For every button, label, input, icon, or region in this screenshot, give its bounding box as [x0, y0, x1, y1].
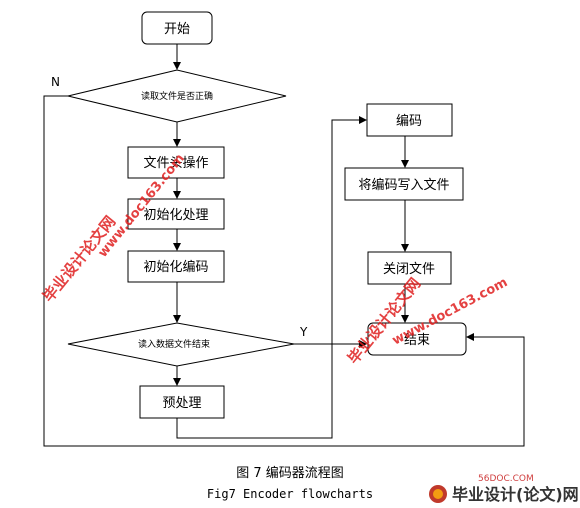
node-encode: 编码 — [366, 103, 453, 137]
edge-no-branch — [43, 95, 525, 447]
node-header-op-label: 文件头操作 — [143, 155, 208, 171]
node-init-proc-label: 初始化处理 — [143, 208, 208, 223]
decision-read-ok-label: 读取文件是否正确 — [141, 90, 213, 102]
logo-icon — [429, 485, 447, 503]
caption-chinese: 图 7 编码器流程图 — [236, 466, 344, 481]
node-init-proc: 初始化处理 — [127, 198, 225, 230]
decision-read-end: 读入数据文件结束 — [67, 322, 295, 367]
node-init-enc: 初始化编码 — [127, 250, 225, 283]
node-close-file: 关闭文件 — [367, 251, 452, 285]
decision-read-ok: 读取文件是否正确 — [67, 69, 287, 123]
node-preprocess: 预处理 — [139, 385, 225, 419]
footer-small-site: 56DOC.COM — [478, 474, 534, 484]
node-start-label: 开始 — [164, 22, 190, 37]
node-init-enc-label: 初始化编码 — [143, 260, 208, 275]
footer-brand: 56DOC.COM 毕业设计(论文)网 — [429, 474, 579, 504]
edge-label-yes: Y — [299, 325, 308, 339]
node-close-file-label: 关闭文件 — [383, 262, 435, 277]
decision-read-end-label: 读入数据文件结束 — [138, 338, 210, 350]
node-encode-label: 编码 — [396, 114, 422, 129]
edges — [43, 44, 525, 447]
nodes: 开始 读取文件是否正确 文件头操作 初始化处理 初始化编码 读入数据文件结束 预… — [67, 11, 467, 419]
node-write-enc-label: 将编码写入文件 — [358, 178, 449, 193]
node-end-label: 结束 — [404, 333, 430, 348]
node-header-op: 文件头操作 — [127, 146, 225, 179]
caption-english: Fig7 Encoder flowcharts — [207, 487, 373, 501]
node-start: 开始 — [141, 11, 213, 45]
node-write-enc: 将编码写入文件 — [344, 167, 464, 201]
edge-label-no: N — [51, 75, 60, 89]
node-preprocess-label: 预处理 — [162, 396, 201, 411]
edge-pre-to-encode — [176, 116, 367, 439]
node-end: 结束 — [367, 322, 467, 356]
footer-brand-text: 毕业设计(论文)网 — [452, 485, 579, 504]
